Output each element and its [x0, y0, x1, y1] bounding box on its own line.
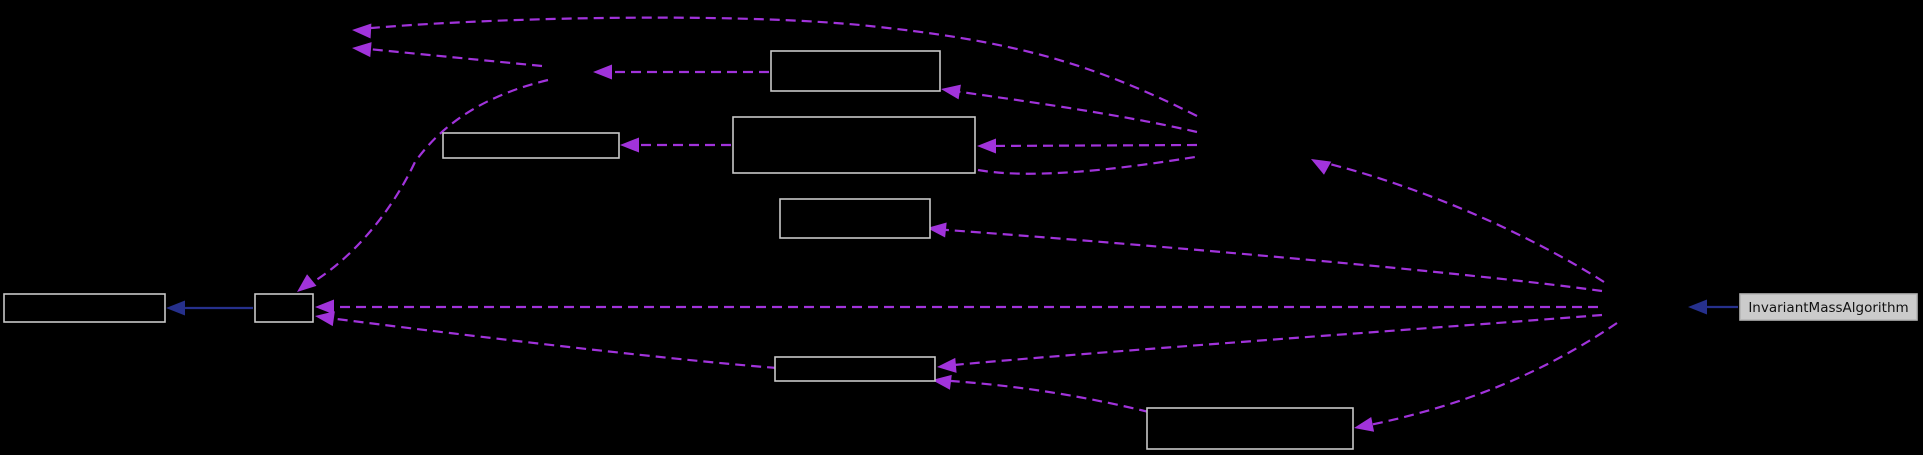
node-invariant-mass-algorithm[interactable]: InvariantMassAlgorithm — [1739, 293, 1918, 321]
node-bottom[interactable] — [1146, 407, 1354, 450]
edge-bottom-to-row4 — [937, 378, 1150, 414]
edge-hub2-to-center — [982, 143, 1198, 148]
edge-hub-to-row4 — [942, 313, 1603, 368]
edge-hub2-to-top-arrowhead-icon — [941, 84, 961, 100]
node-row4[interactable] — [774, 356, 936, 382]
node-row2[interactable] — [442, 132, 620, 159]
node-invariant-mass-algorithm-label: InvariantMassAlgorithm — [1748, 300, 1908, 316]
node-invariant-mass-algorithm-box[interactable] — [1739, 293, 1918, 321]
edge-center-to-row2-arrowhead-icon — [620, 137, 639, 153]
node-top-box[interactable] — [770, 50, 941, 92]
node-bottom-box[interactable] — [1146, 407, 1354, 450]
node-row4-box[interactable] — [774, 356, 936, 382]
edge-row4-to-small-arrowhead-icon — [315, 311, 335, 327]
edge-center-to-hub2 — [977, 155, 1196, 175]
edge-small-to-left-arrowhead-icon — [166, 300, 185, 316]
node-left-box[interactable] — [3, 293, 166, 323]
edge-hub-to-row3-arrowhead-icon — [927, 222, 947, 238]
edge-top-to-mid-arrowhead-icon — [593, 64, 612, 80]
node-center-large-box[interactable] — [732, 116, 976, 174]
edge-hub-to-bottom — [1359, 322, 1618, 429]
node-left[interactable] — [3, 293, 166, 323]
node-row3[interactable] — [779, 198, 931, 239]
edge-mid-to-small-top — [302, 78, 549, 289]
node-row3-box[interactable] — [779, 198, 931, 239]
edge-invariant-to-hub-arrowhead-icon — [1688, 299, 1707, 315]
edge-bottom-to-row4-arrowhead-icon — [932, 374, 952, 390]
edge-hub-to-row4-arrowhead-icon — [937, 357, 957, 373]
edge-mid-to-topleft-lower-arrowhead-icon — [352, 42, 372, 58]
edge-hub-to-hub2-arrowhead-icon — [1311, 159, 1332, 175]
edge-hub2-to-topleft-upper — [359, 16, 1198, 117]
node-left-small-box[interactable] — [254, 293, 314, 323]
edges-layer — [166, 16, 1738, 432]
edge-hub-to-bottom-arrowhead-icon — [1354, 417, 1375, 432]
edge-mid-to-small-top-arrowhead-icon — [297, 274, 317, 292]
edge-hub-to-hub2 — [1316, 159, 1605, 283]
node-top[interactable] — [770, 50, 941, 92]
nodes-layer: InvariantMassAlgorithm — [3, 50, 1918, 450]
node-center-large[interactable] — [732, 116, 976, 174]
node-row2-box[interactable] — [442, 132, 620, 159]
node-left-small[interactable] — [254, 293, 314, 323]
edge-hub2-to-topleft-upper-arrowhead-icon — [352, 23, 372, 39]
edge-hub2-to-center-arrowhead-icon — [977, 138, 996, 154]
edge-row4-to-small — [320, 315, 778, 370]
edge-hub-to-small-mid-arrowhead-icon — [315, 299, 334, 315]
edge-mid-to-topleft-lower — [357, 46, 543, 68]
edge-hub-to-row3 — [932, 227, 1603, 293]
edge-hub2-to-top — [946, 88, 1198, 134]
